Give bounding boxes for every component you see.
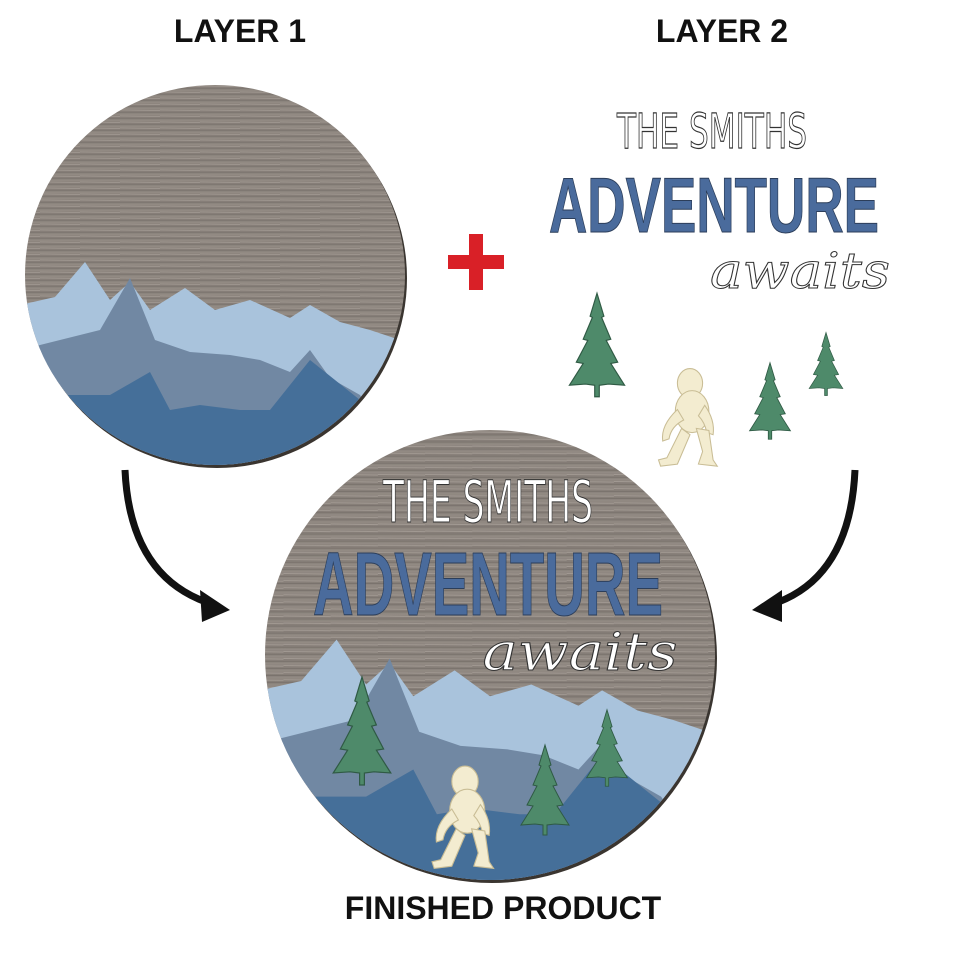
layer-1-label: LAYER 1 [174,13,306,49]
layer-1-disc [25,85,407,468]
awaits-text: awaits [483,623,678,683]
pine-tree-icon [808,332,844,396]
curved-arrow-left-icon [121,469,230,622]
family-name-text: THE SMITHS [382,468,593,536]
pine-tree-icon [749,362,791,440]
curved-arrow-right-icon [752,469,859,622]
layer-2-pieces: THE SMITHS ADVENTURE awaits [549,103,891,467]
adventure-text: ADVENTURE [313,535,663,635]
layer-2-label: LAYER 2 [656,13,788,49]
plus-icon [448,234,504,290]
layer-2-awaits-text: awaits [710,242,890,300]
finished-product-disc: THE SMITHS ADVENTURE awaits [265,430,717,883]
bigfoot-icon [657,368,718,467]
layer-2-family-name: THE SMITHS [616,104,807,160]
pine-tree-icon [568,292,626,398]
finished-product-label: FINISHED PRODUCT [345,890,662,926]
layer-2-adventure-text: ADVENTURE [549,161,879,249]
